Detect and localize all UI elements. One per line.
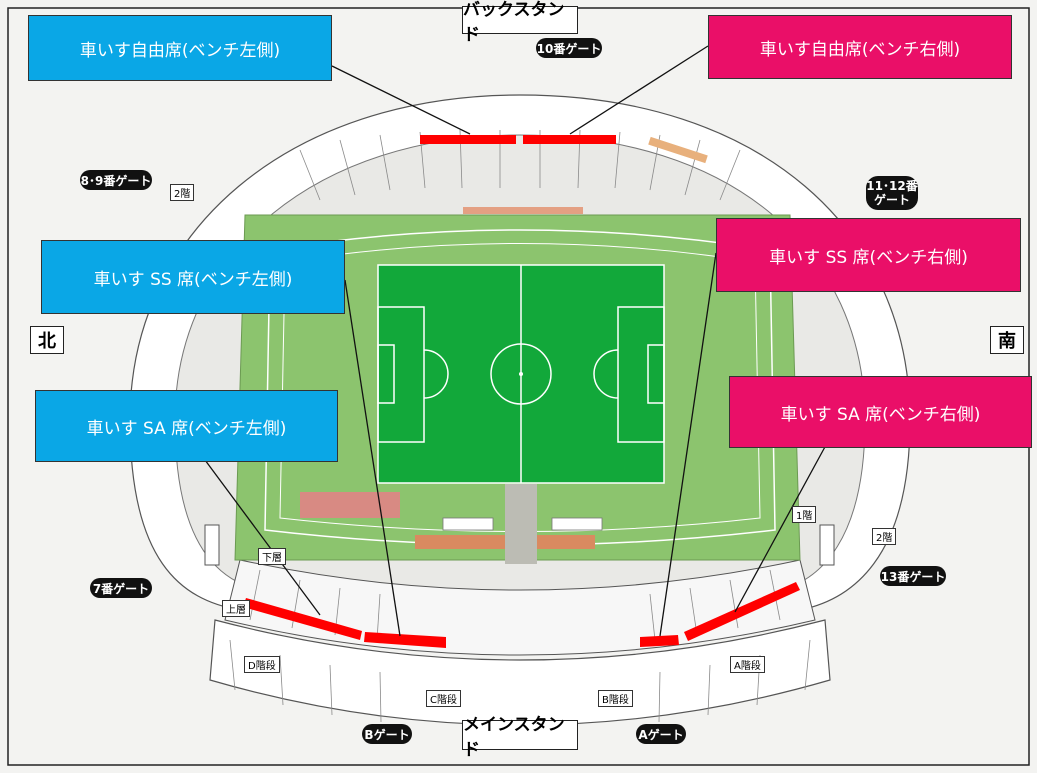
leader-sa-left bbox=[204, 459, 321, 616]
upper-tier-label: 上層 bbox=[222, 600, 250, 617]
callout-ss-seat-right: 車いす SS 席(ベンチ右側) bbox=[716, 218, 1021, 292]
lower-tier-label: 下層 bbox=[258, 548, 286, 565]
left-penalty-arc bbox=[423, 349, 449, 399]
long-jump-pit-top bbox=[463, 207, 583, 214]
stair-c-label: C階段 bbox=[426, 690, 461, 707]
bench-right bbox=[551, 517, 603, 531]
players-tunnel bbox=[505, 484, 537, 564]
wheelchair-seat-markers bbox=[243, 135, 800, 648]
sa-seat-left-bar bbox=[243, 598, 362, 640]
callout-ss-seat-left: 車いす SS 席(ベンチ左側) bbox=[41, 240, 345, 314]
running-track-inner bbox=[279, 243, 761, 532]
gate-11-12-label: 11･12番 ゲート bbox=[866, 176, 918, 210]
free-seat-left-bar bbox=[420, 135, 516, 144]
north-label: 北 bbox=[30, 326, 64, 354]
runway-bottom-left bbox=[300, 492, 400, 518]
running-track bbox=[264, 229, 776, 546]
free-seat-right-bar bbox=[523, 135, 616, 144]
callout-sa-seat-right: 車いす SA 席(ベンチ右側) bbox=[729, 376, 1032, 448]
stair-d-label: D階段 bbox=[244, 656, 280, 673]
leader-ss-left bbox=[344, 279, 401, 637]
stair-a-label: A階段 bbox=[730, 656, 765, 673]
main-stand-upper bbox=[209, 619, 831, 726]
leader-ss-right bbox=[659, 252, 717, 637]
gate-7-label: 7番ゲート bbox=[90, 578, 152, 598]
gate-8-9-label: 8･9番ゲート bbox=[80, 170, 152, 190]
leader-free-left bbox=[331, 65, 471, 135]
bench-left bbox=[442, 517, 494, 531]
floor-1-right-label: 1階 bbox=[792, 506, 817, 523]
right-goal-area bbox=[647, 344, 665, 404]
stair-b-label: B階段 bbox=[598, 690, 633, 707]
right-stairs bbox=[819, 524, 835, 566]
callout-sa-seat-left: 車いす SA 席(ベンチ左側) bbox=[35, 390, 338, 462]
floor-2-right-label: 2階 bbox=[872, 528, 897, 545]
left-goal-area bbox=[377, 344, 395, 404]
callout-free-seat-right: 車いす自由席(ベンチ右側) bbox=[708, 15, 1012, 79]
right-penalty-arc bbox=[593, 349, 619, 399]
leader-free-right bbox=[569, 45, 709, 135]
callout-leader-lines bbox=[204, 45, 827, 637]
sa-seat-right-bar bbox=[684, 582, 800, 641]
gate-13-label: 13番ゲート bbox=[880, 566, 946, 586]
gate-b-label: Bゲート bbox=[362, 724, 412, 744]
stand-accent bbox=[648, 136, 708, 164]
leader-sa-right bbox=[734, 444, 827, 613]
south-label: 南 bbox=[990, 326, 1024, 354]
center-circle bbox=[490, 343, 552, 405]
gate-10-label: 10番ゲート bbox=[536, 38, 602, 58]
callout-free-seat-left: 車いす自由席(ベンチ左側) bbox=[28, 15, 332, 81]
ss-seat-right-bar bbox=[640, 635, 679, 647]
left-stairs bbox=[204, 524, 220, 566]
floor-2-left-label: 2階 bbox=[170, 184, 195, 201]
gate-a-label: Aゲート bbox=[636, 724, 686, 744]
center-spot bbox=[519, 372, 523, 376]
main-stand-label: メインスタンド bbox=[462, 715, 578, 760]
ss-seat-left-bar bbox=[364, 632, 446, 648]
back-stand-label: バックスタンド bbox=[462, 0, 578, 45]
